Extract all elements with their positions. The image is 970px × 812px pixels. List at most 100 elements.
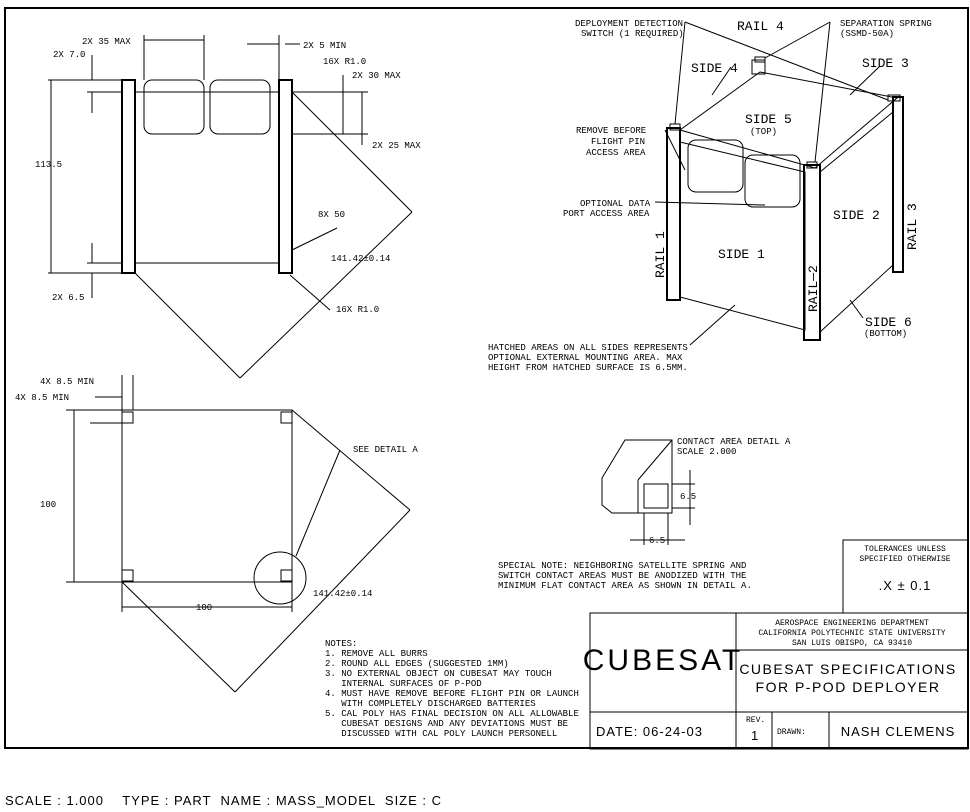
dim-diagonal-bottom: 141.42±0.14 bbox=[313, 589, 372, 599]
data-port-label-2: PORT ACCESS AREA bbox=[563, 209, 650, 219]
rail-3 bbox=[892, 96, 904, 273]
remove-pin-label-2: FLIGHT PIN bbox=[591, 137, 645, 147]
rev-value: 1 bbox=[751, 728, 759, 743]
special-note-1: SPECIAL NOTE: NEIGHBORING SATELLITE SPRI… bbox=[498, 561, 746, 571]
cubesat-logo: CUBESAT bbox=[583, 644, 743, 677]
rail-1 bbox=[666, 127, 681, 301]
rev-label: REV. bbox=[746, 716, 765, 725]
drawn-label: DRAWN: bbox=[777, 728, 806, 737]
hatched-face bbox=[121, 409, 293, 583]
tolerances-box: TOLERANCES UNLESS SPECIFIED OTHERWISE .X… bbox=[842, 539, 969, 614]
isometric-view: DEPLOYMENT DETECTION SWITCH (1 REQUIRED)… bbox=[488, 19, 932, 373]
note-line: INTERNAL SURFACES OF P-POD bbox=[325, 679, 482, 689]
detail-dim-horizontal: 6.5 bbox=[649, 536, 665, 546]
note-line: CUBESAT DESIGNS AND ANY DEVIATIONS MUST … bbox=[325, 719, 568, 729]
side-3-label: SIDE 3 bbox=[862, 56, 909, 71]
side-4-label: SIDE 4 bbox=[691, 61, 738, 76]
note-line: DISCUSSED WITH CAL POLY LAUNCH PERSONELL bbox=[325, 729, 557, 739]
data-port-label-1: OPTIONAL DATA bbox=[580, 199, 651, 209]
remove-pin-label-1: REMOVE BEFORE bbox=[576, 126, 646, 136]
tolerances-heading-1: TOLERANCES UNLESS bbox=[864, 545, 946, 554]
side-2-label: SIDE 2 bbox=[833, 208, 880, 223]
rail-corner bbox=[280, 411, 293, 424]
drawing-title-1: CUBESAT SPECIFICATIONS bbox=[739, 661, 956, 677]
access-window bbox=[687, 139, 744, 193]
bottom-label: (BOTTOM) bbox=[864, 329, 907, 339]
rail-3-label: RAIL 3 bbox=[905, 203, 920, 250]
dim-8x-50: 8X 50 bbox=[318, 210, 345, 220]
dim-5-min: 2X 5 MIN bbox=[303, 41, 346, 51]
special-note-2: SWITCH CONTACT AREAS MUST BE ANODIZED WI… bbox=[498, 571, 746, 581]
footer-status: SCALE : 1.000 TYPE : PART NAME : MASS_MO… bbox=[5, 793, 442, 808]
rail-right bbox=[278, 79, 293, 274]
tolerance-value: .X ± 0.1 bbox=[879, 578, 932, 593]
drawn-by: NASH CLEMENS bbox=[841, 724, 956, 739]
tolerances-heading-2: SPECIFIED OTHERWISE bbox=[859, 555, 950, 564]
dim-6-5: 2X 6.5 bbox=[52, 293, 84, 303]
hatched-body bbox=[134, 91, 280, 264]
rail-corner bbox=[121, 569, 134, 582]
date-field: DATE: 06-24-03 bbox=[596, 724, 703, 739]
drawing-title-2: FOR P-POD DEPLOYER bbox=[756, 679, 941, 695]
rail-2 bbox=[803, 164, 821, 341]
dim-113-5: 113.5 bbox=[35, 160, 62, 170]
note-line: 2. ROUND ALL EDGES (SUGGESTED 1MM) bbox=[325, 659, 509, 669]
dim-8-5-b: 4X 8.5 MIN bbox=[15, 393, 69, 403]
rail-1-label: RAIL 1 bbox=[653, 231, 668, 278]
end-view: 4X 8.5 MIN 4X 8.5 MIN SEE DETAIL A 100 1… bbox=[15, 375, 418, 693]
sheet-border bbox=[4, 7, 969, 749]
note-line: 1. REMOVE ALL BURRS bbox=[325, 649, 428, 659]
dim-35-max: 2X 35 MAX bbox=[82, 37, 131, 47]
special-note-3: MINIMUM FLAT CONTACT AREA AS SHOWN IN DE… bbox=[498, 581, 752, 591]
rail-4-label: RAIL 4 bbox=[737, 19, 784, 34]
dim-r1-bottom: 16X R1.0 bbox=[336, 305, 379, 315]
detail-a-scale: SCALE 2.000 bbox=[677, 447, 736, 457]
remove-pin-label-3: ACCESS AREA bbox=[586, 148, 646, 158]
dim-7: 2X 7.0 bbox=[53, 50, 85, 60]
sep-spring-label-1: SEPARATION SPRING bbox=[840, 19, 932, 29]
access-window bbox=[209, 79, 271, 135]
dim-25-max: 2X 25 MAX bbox=[372, 141, 421, 151]
detail-a: CONTACT AREA DETAIL A SCALE 2.000 6.5 6.… bbox=[601, 437, 791, 546]
side-1-label: SIDE 1 bbox=[718, 247, 765, 262]
dept-line-2: CALIFORNIA POLYTECHNIC STATE UNIVERSITY bbox=[758, 629, 945, 638]
notes-heading: NOTES: bbox=[325, 639, 357, 649]
note-line: 5. CAL POLY HAS FINAL DECISION ON ALL AL… bbox=[325, 709, 579, 719]
deploy-switch-label-1: DEPLOYMENT DETECTION bbox=[575, 19, 683, 29]
title-block: CUBESAT AEROSPACE ENGINEERING DEPARTMENT… bbox=[583, 612, 969, 750]
note-line: 3. NO EXTERNAL OBJECT ON CUBESAT MAY TOU… bbox=[325, 669, 552, 679]
rail-left bbox=[121, 79, 136, 274]
hatched-note-3: HEIGHT FROM HATCHED SURFACE IS 6.5MM. bbox=[488, 363, 688, 373]
notes: NOTES: 1. REMOVE ALL BURRS 2. ROUND ALL … bbox=[325, 639, 579, 739]
dim-30-max: 2X 30 MAX bbox=[352, 71, 401, 81]
rail-4 bbox=[751, 59, 766, 75]
side-5-label: SIDE 5 bbox=[745, 112, 792, 127]
rail-2-label: RAIL—2 bbox=[806, 265, 821, 312]
rail-corner bbox=[121, 411, 134, 424]
sep-spring-label-2: (SSMD-50A) bbox=[840, 29, 894, 39]
dim-8-5-a: 4X 8.5 MIN bbox=[40, 377, 94, 387]
see-detail-a: SEE DETAIL A bbox=[353, 445, 418, 455]
side-6-label: SIDE 6 bbox=[865, 315, 912, 330]
hatched-note-1: HATCHED AREAS ON ALL SIDES REPRESENTS bbox=[488, 343, 688, 353]
top-label: (TOP) bbox=[750, 127, 777, 137]
access-window bbox=[744, 154, 801, 208]
special-note: SPECIAL NOTE: NEIGHBORING SATELLITE SPRI… bbox=[498, 561, 752, 591]
detail-dim-vertical: 6.5 bbox=[680, 492, 696, 502]
dept-line-1: AEROSPACE ENGINEERING DEPARTMENT bbox=[775, 619, 929, 628]
detail-a-title: CONTACT AREA DETAIL A bbox=[677, 437, 791, 447]
note-line: 4. MUST HAVE REMOVE BEFORE FLIGHT PIN OR… bbox=[325, 689, 579, 699]
deploy-switch-label-2: SWITCH (1 REQUIRED) bbox=[581, 29, 684, 39]
detail-a-circle bbox=[253, 551, 307, 605]
access-window bbox=[143, 79, 205, 135]
contact-area bbox=[643, 483, 669, 509]
dept-line-3: SAN LUIS OBISPO, CA 93410 bbox=[792, 639, 912, 648]
dim-100-horizontal: 100 bbox=[196, 603, 212, 613]
side-view: 2X 35 MAX 2X 5 MIN 2X 7.0 16X R1.0 2X 30… bbox=[35, 35, 421, 379]
hatched-note-2: OPTIONAL EXTERNAL MOUNTING AREA. MAX bbox=[488, 353, 683, 363]
dim-r1-top: 16X R1.0 bbox=[323, 57, 366, 67]
dim-diagonal: 141.42±0.14 bbox=[331, 254, 390, 264]
note-line: WITH COMPLETELY DISCHARGED BATTERIES bbox=[325, 699, 536, 709]
dim-100-vertical: 100 bbox=[40, 500, 56, 510]
